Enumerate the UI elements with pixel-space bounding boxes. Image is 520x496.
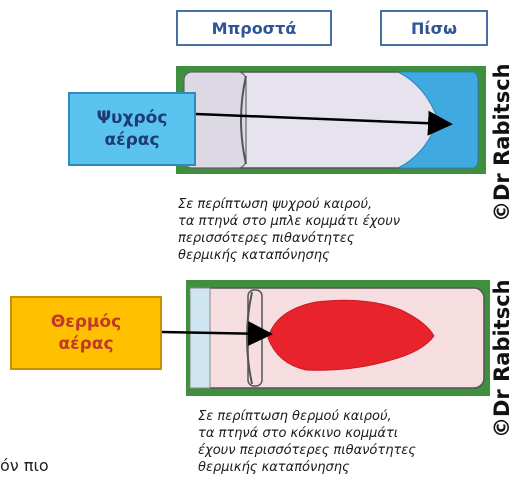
hot-air-label-line2: αέρας — [58, 334, 114, 354]
hot-air-arrow — [161, 321, 273, 347]
hot-trailer-panel — [186, 280, 490, 396]
hot-zone — [267, 299, 435, 371]
front-label: Μπροστά — [176, 10, 332, 46]
cold-air-label-line1: Ψυχρός — [96, 108, 168, 128]
hot-trailer-illustration — [186, 280, 490, 396]
cold-air-label-line2: αέρας — [104, 130, 160, 150]
copyright-watermark: ©Dr Rabitsch — [490, 279, 514, 438]
hot-air-label: Θερμός αέρας — [10, 296, 162, 370]
cold-caption: Σε περίπτωση ψυχρού καιρού, τα πτηνά στο… — [178, 197, 401, 263]
copyright-watermark: ©Dr Rabitsch — [490, 63, 514, 222]
back-label: Πίσω — [380, 10, 488, 46]
hot-air-label-line1: Θερμός — [50, 312, 122, 332]
partial-body-text: όν πιο — [0, 456, 49, 475]
cab-divider — [246, 291, 253, 385]
cold-air-label: Ψυχρός αέρας — [68, 92, 196, 166]
cold-air-arrow — [195, 110, 453, 136]
cab-divider — [240, 75, 247, 165]
truck-cab — [189, 287, 211, 389]
hot-caption: Σε περίπτωση θερμού καιρού, τα πτηνά στο… — [198, 409, 416, 475]
